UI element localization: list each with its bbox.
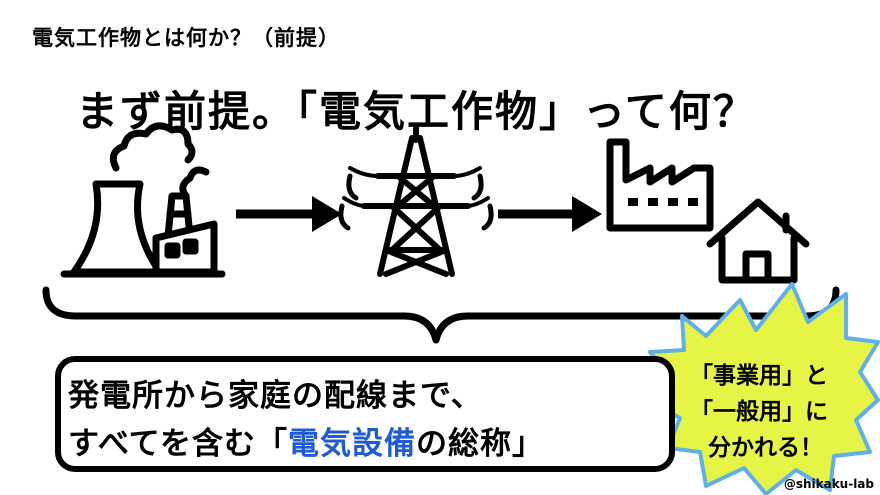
definition-highlight: 電気設備 bbox=[287, 426, 416, 462]
burst-line-1: 「事業用」と bbox=[690, 363, 828, 389]
arrow-right-icon bbox=[236, 196, 342, 232]
definition-line-2: すべてを含む「電気設備の総称」 bbox=[68, 418, 544, 463]
power-plant-icon bbox=[60, 122, 226, 278]
definition-box bbox=[55, 356, 675, 472]
section-label: 電気工作物とは何か？（前提） bbox=[32, 26, 340, 50]
burst-line-3: 分かれる！ bbox=[708, 435, 823, 461]
definition-line-1: 発電所から家庭の配線まで、 bbox=[68, 378, 483, 414]
factory-icon bbox=[606, 138, 714, 232]
burst-line-2: 「一般用」に bbox=[690, 399, 828, 425]
definition-suffix: の総称」 bbox=[415, 426, 544, 462]
definition-prefix: すべてを含む「 bbox=[68, 426, 288, 462]
credit: @shikaku-lab bbox=[783, 477, 874, 491]
arrow-right-icon bbox=[498, 196, 602, 232]
transmission-tower-icon bbox=[338, 125, 494, 277]
house-icon bbox=[706, 198, 810, 284]
